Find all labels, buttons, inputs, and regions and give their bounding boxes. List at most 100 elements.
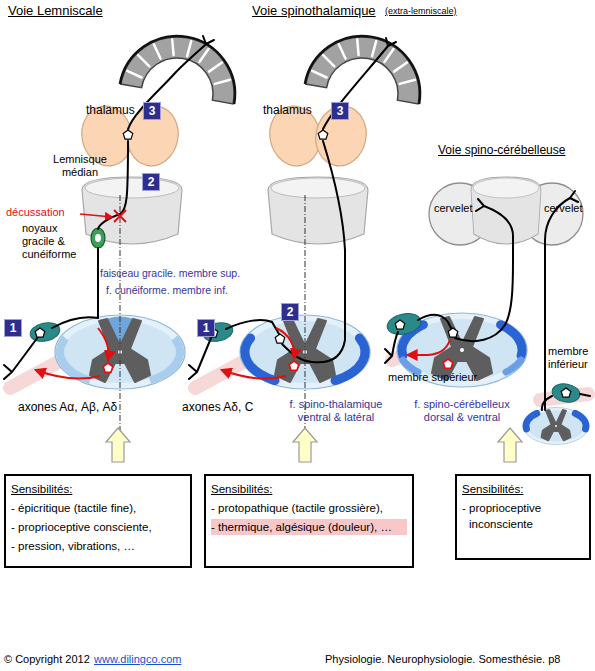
callout-number: 1 (4, 319, 22, 337)
ganglion (551, 382, 582, 405)
motor-neuron (103, 359, 453, 372)
thalamus-shape (76, 101, 371, 170)
neuron (542, 191, 590, 410)
callout-number: 3 (331, 102, 349, 120)
tract-name: f. spino-cérébelleux dorsal & ventral (406, 398, 518, 424)
part-name: thalamus (263, 103, 312, 117)
sensibility-item: - thermique, algésique (douleur), … (211, 519, 407, 535)
part-name: cervelet (544, 202, 583, 215)
input-arrow (293, 428, 317, 462)
neuron (385, 315, 451, 363)
sensibility-box: Sensibilités: - épicritique (tactile fine… (4, 474, 192, 568)
sensibility-item: - pression, vibrations, … (11, 538, 185, 554)
reflex-arrow (276, 328, 294, 358)
cell-body (448, 328, 458, 337)
ganglion (385, 311, 422, 338)
tract-name: faisceau gracile. membre sup. (100, 267, 240, 279)
reflex-arrow (36, 328, 450, 379)
nucleus (91, 228, 105, 248)
neuron (4, 248, 98, 379)
cell-body (35, 130, 571, 397)
cell-body (561, 388, 571, 397)
page-footer: Physiologie. Neurophysiologie. Somesthés… (325, 653, 560, 666)
nucleus (95, 234, 101, 242)
decussation-mark (80, 214, 112, 217)
spinal-cord-section (245, 338, 275, 381)
spinal-nerve-band (195, 360, 247, 388)
brainstem-section (82, 177, 368, 244)
neuron (282, 141, 345, 362)
cell-body (123, 130, 133, 139)
brainstem-section (268, 177, 368, 244)
spinal-cord-section (403, 360, 418, 372)
cell-body (35, 328, 45, 337)
part-name: décussation (6, 206, 65, 219)
tract-name: f. cunéiforme. membre inf. (106, 284, 228, 296)
spinal-cord-section (501, 325, 522, 356)
callout-number: 1 (197, 319, 215, 337)
motor-neuron (103, 363, 113, 372)
pathway-heading: Voie spino-cérébelleuse (438, 143, 565, 157)
sensibility-item: - proprioceptive consciente, (11, 519, 185, 535)
spinal-cord-section (524, 408, 589, 445)
cell-body (395, 320, 405, 329)
motor-neuron (443, 359, 453, 368)
part-name: thalamus (86, 103, 135, 117)
ganglion (28, 311, 581, 405)
input-arrow (498, 428, 522, 462)
part-name: cervelet (434, 202, 473, 215)
sensibility-box: Sensibilités: - proprioceptive inconscien… (455, 474, 591, 560)
box-heading: Sensibilités: (211, 481, 407, 497)
callout-number: 2 (142, 173, 160, 191)
part-name: noyaux gracile & cunéiforme (22, 222, 84, 261)
midline (120, 195, 305, 445)
cerebellum (471, 177, 541, 244)
input-arrow (106, 428, 130, 462)
spinal-cord-section (541, 410, 571, 442)
spinal-cord-section (575, 413, 586, 429)
copyright-note: © Copyright 2012 (4, 653, 90, 666)
website-link: www.dilingco.com (94, 653, 181, 666)
spinal-cord-section (524, 408, 589, 445)
callout-number: 2 (281, 303, 299, 321)
sensibility-box: Sensibilités: - protopathique (tactile gr… (204, 474, 414, 568)
cell-body (275, 334, 285, 343)
input-arrow (106, 428, 522, 462)
pathway-heading: Voie spinothalamique (252, 3, 376, 18)
spinal-cord-section (335, 338, 365, 381)
spinal-cord-section (526, 413, 537, 429)
reflex-arrow (98, 328, 109, 360)
part-name: membre supérieur (388, 371, 477, 384)
spinal-cord-section (150, 338, 180, 381)
sensibility-item: - proprioceptive inconsciente (462, 500, 584, 532)
sensibility-item: - épicritique (tactile fine), (11, 500, 185, 516)
spinal-cord-section (506, 360, 521, 372)
neuron (128, 36, 214, 129)
decussation-mark (80, 210, 126, 222)
decussation-mark (114, 210, 126, 222)
cortex (120, 27, 429, 104)
neuron (4, 36, 590, 410)
cortex (305, 27, 429, 104)
motor-neuron (289, 361, 299, 370)
reflex-arrow (222, 370, 286, 379)
spinal-cord-section (60, 338, 90, 381)
midline (120, 195, 121, 445)
tract-name: f. spino-thalamique ventral & latéral (282, 398, 390, 424)
callout-number: 3 (143, 102, 161, 120)
ganglion (28, 320, 61, 344)
box-heading: Sensibilités: (462, 481, 584, 497)
part-name: Lemnisque médian (44, 153, 116, 179)
neuron (323, 38, 396, 129)
neuron (455, 199, 513, 341)
spinal-cord-section (432, 317, 492, 380)
fiber-name: axones Aδ, C (182, 400, 253, 414)
nucleus (91, 228, 105, 248)
reflex-arrow (408, 340, 450, 355)
spinal-cord-section (524, 408, 589, 445)
sensibility-item: - protopathique (tactile grossière), (211, 500, 407, 516)
box-heading: Sensibilités: (11, 481, 185, 497)
pathway-subheading: (extra-lemniscale) (385, 6, 457, 17)
